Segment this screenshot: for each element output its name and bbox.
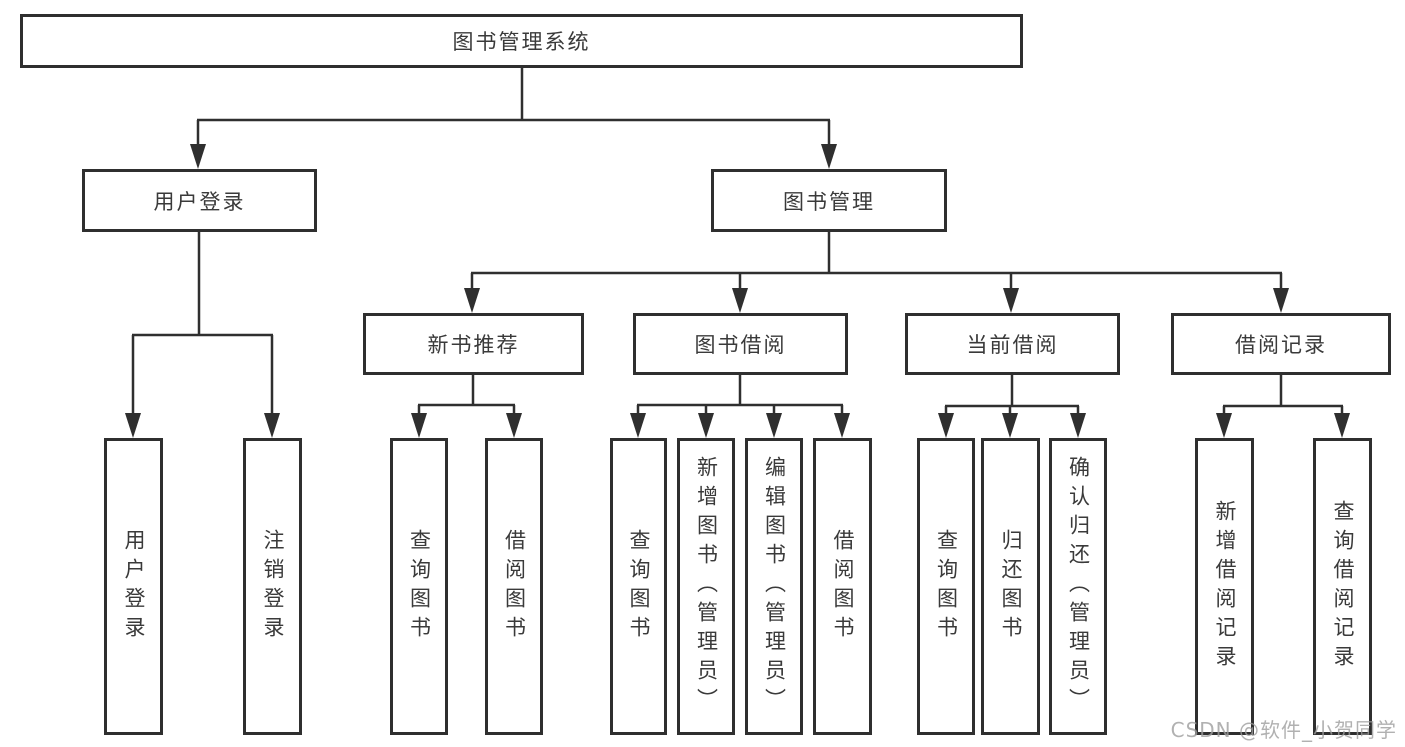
leaf-logout: 注销登录: [243, 438, 302, 735]
node-borrow-record: 借阅记录: [1171, 313, 1391, 375]
leaf-bb-edit-book-admin: 编辑图书（管理员）: [745, 438, 803, 735]
leaf-user-login: 用户登录: [104, 438, 163, 735]
node-new-book-recommend: 新书推荐: [363, 313, 584, 375]
leaf-nb-borrow-book: 借阅图书: [485, 438, 543, 735]
watermark: CSDN @软件_小贺同学: [1170, 718, 1397, 742]
leaf-bb-add-book-admin: 新增图书（管理员）: [677, 438, 735, 735]
node-user-login: 用户登录: [82, 169, 317, 232]
connector-userlogin-to-leaves: [125, 232, 280, 438]
node-book-borrow: 图书借阅: [633, 313, 848, 375]
leaf-cb-query-book: 查询图书: [917, 438, 975, 735]
leaf-cb-confirm-return-admin: 确认归还（管理员）: [1049, 438, 1107, 735]
connector-bookmgmt-to-sections: [464, 232, 1289, 313]
leaf-bb-borrow-book: 借阅图书: [813, 438, 872, 735]
leaf-bb-query-book: 查询图书: [610, 438, 667, 735]
leaf-nb-query-book: 查询图书: [390, 438, 448, 735]
leaf-br-query-record: 查询借阅记录: [1313, 438, 1372, 735]
connector-newbook-to-leaves: [411, 375, 522, 438]
connector-root-to-level2: [190, 68, 837, 169]
leaf-cb-return-book: 归还图书: [981, 438, 1040, 735]
connector-borrowrecord-to-leaves: [1216, 375, 1350, 438]
node-current-borrow: 当前借阅: [905, 313, 1120, 375]
leaf-br-add-record: 新增借阅记录: [1195, 438, 1254, 735]
connector-bookborrow-to-leaves: [630, 375, 850, 438]
node-root: 图书管理系统: [20, 14, 1023, 68]
connector-currentborrow-to-leaves: [938, 375, 1086, 438]
node-book-mgmt: 图书管理: [711, 169, 947, 232]
